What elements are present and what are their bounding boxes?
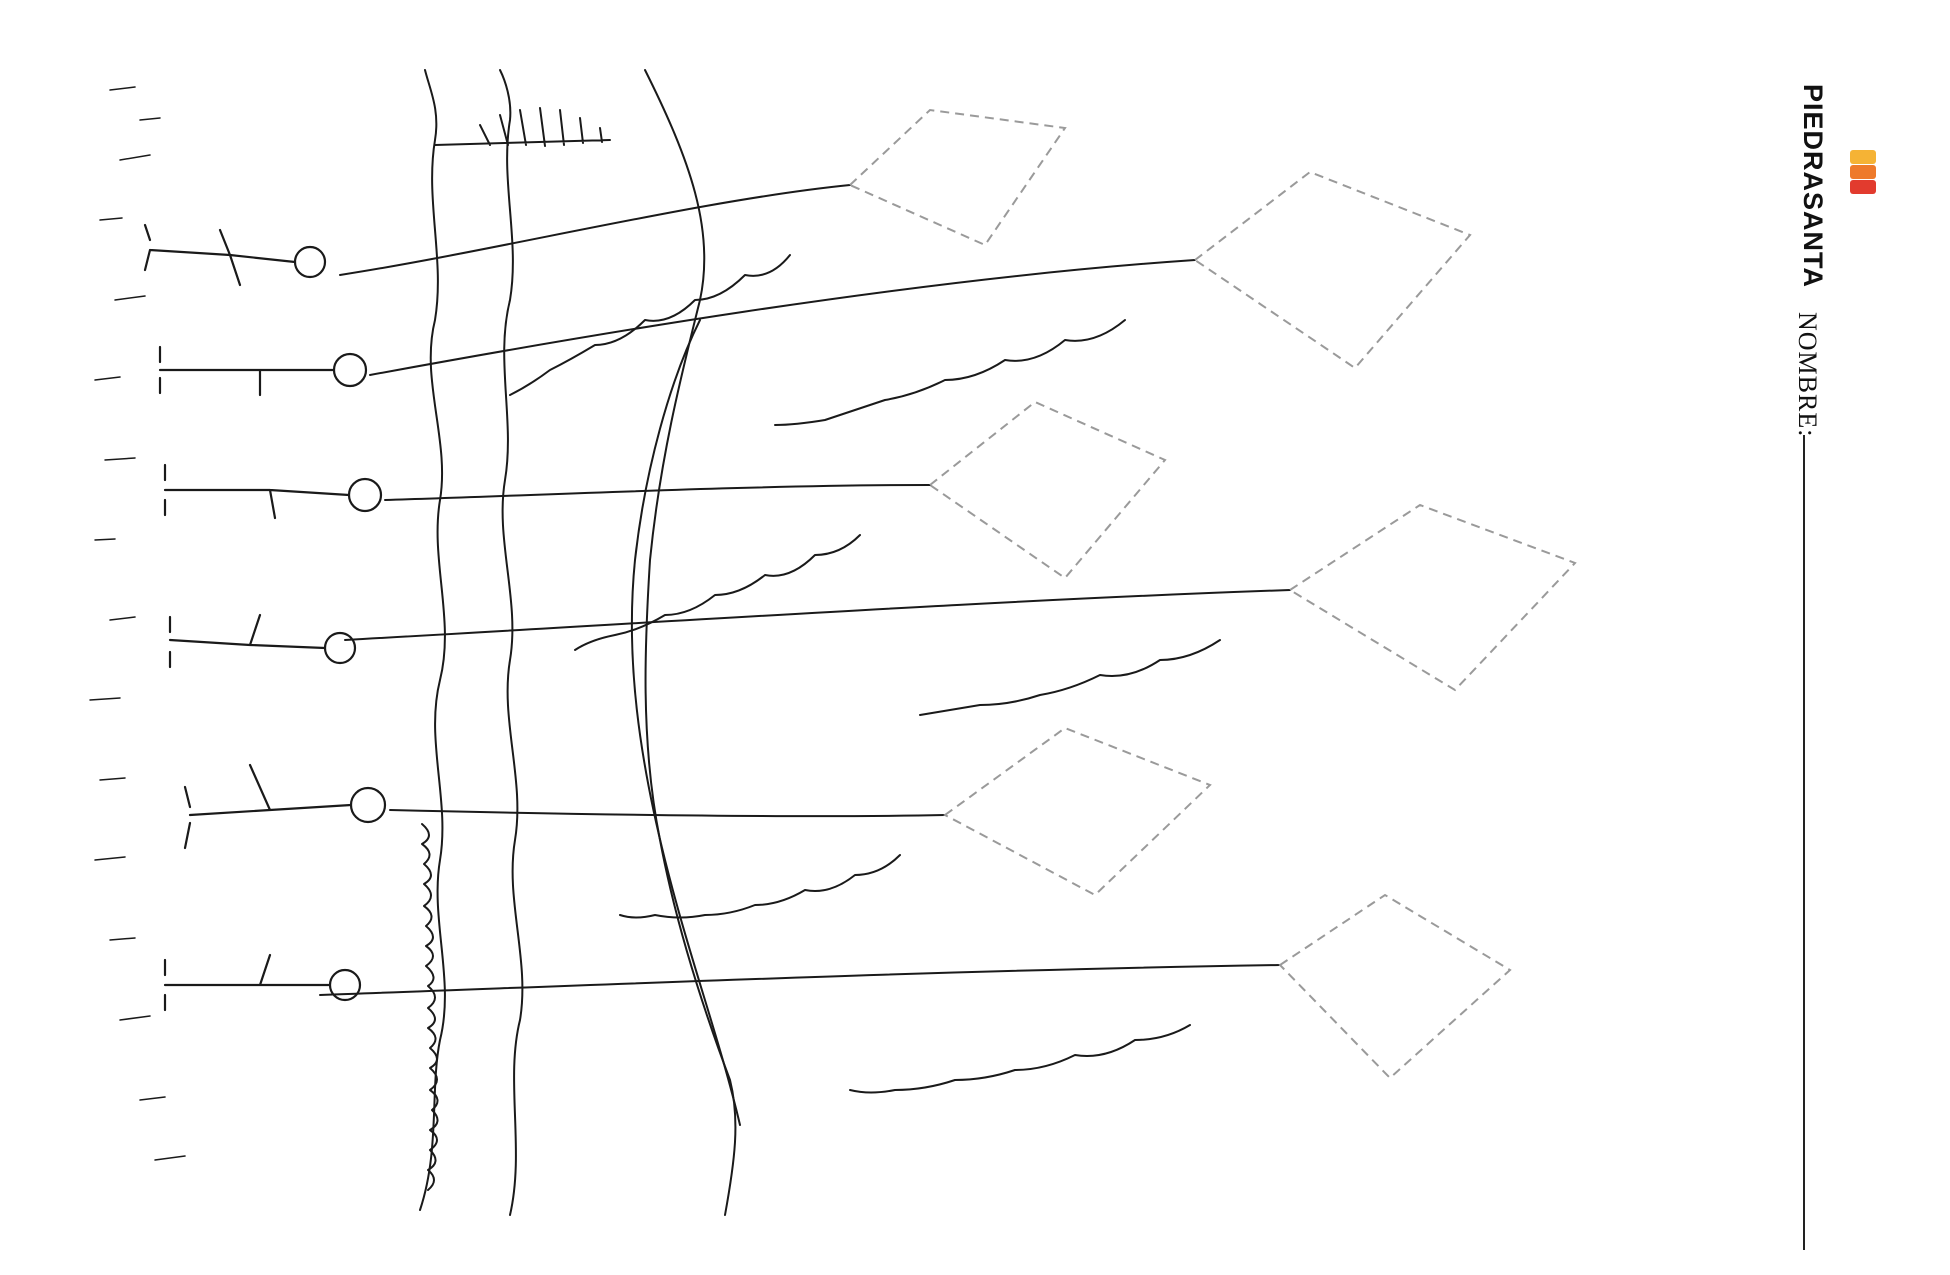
- logo-bar-orange: [1850, 165, 1876, 179]
- brand-logo-icon: [1850, 150, 1876, 194]
- child-4: [168, 613, 357, 669]
- child-5: [183, 763, 387, 850]
- kite-outline-3: [928, 400, 1167, 580]
- kite-string-3: [384, 484, 931, 501]
- bushes: [421, 823, 439, 1191]
- kite-outline-1: [848, 108, 1067, 247]
- kite-string-1: [339, 184, 851, 276]
- road-line-left: [644, 69, 737, 1216]
- grass-strokes: [89, 86, 186, 1161]
- hill-line-front: [419, 69, 446, 1211]
- child-6: [163, 953, 362, 1012]
- kite-string-4: [344, 589, 1291, 641]
- hill-line-middle: [499, 69, 524, 1216]
- kite-outline-2: [1193, 170, 1472, 370]
- logo-bar-red: [1850, 180, 1876, 194]
- kite-string-2: [369, 259, 1196, 376]
- kite-outline-6: [1278, 893, 1512, 1080]
- name-field-line[interactable]: [1803, 435, 1805, 1250]
- kite-string-5: [389, 809, 946, 818]
- kite-tail-3: [574, 534, 861, 651]
- kite-tail-4: [919, 639, 1221, 716]
- logo-bar-yellow: [1850, 150, 1876, 164]
- child-2: [158, 345, 368, 397]
- kite-tail-1: [509, 254, 791, 396]
- child-3: [163, 463, 383, 520]
- kite-tail-5: [619, 854, 901, 919]
- tree-icon: [434, 107, 611, 147]
- kite-string-6: [319, 964, 1281, 996]
- kite-tail-2: [774, 319, 1126, 426]
- kite-tail-6: [849, 1024, 1191, 1094]
- kite-outline-5: [943, 726, 1212, 897]
- child-1: [143, 223, 327, 287]
- kite-outline-4: [1288, 503, 1577, 692]
- road-line-right: [630, 319, 741, 1126]
